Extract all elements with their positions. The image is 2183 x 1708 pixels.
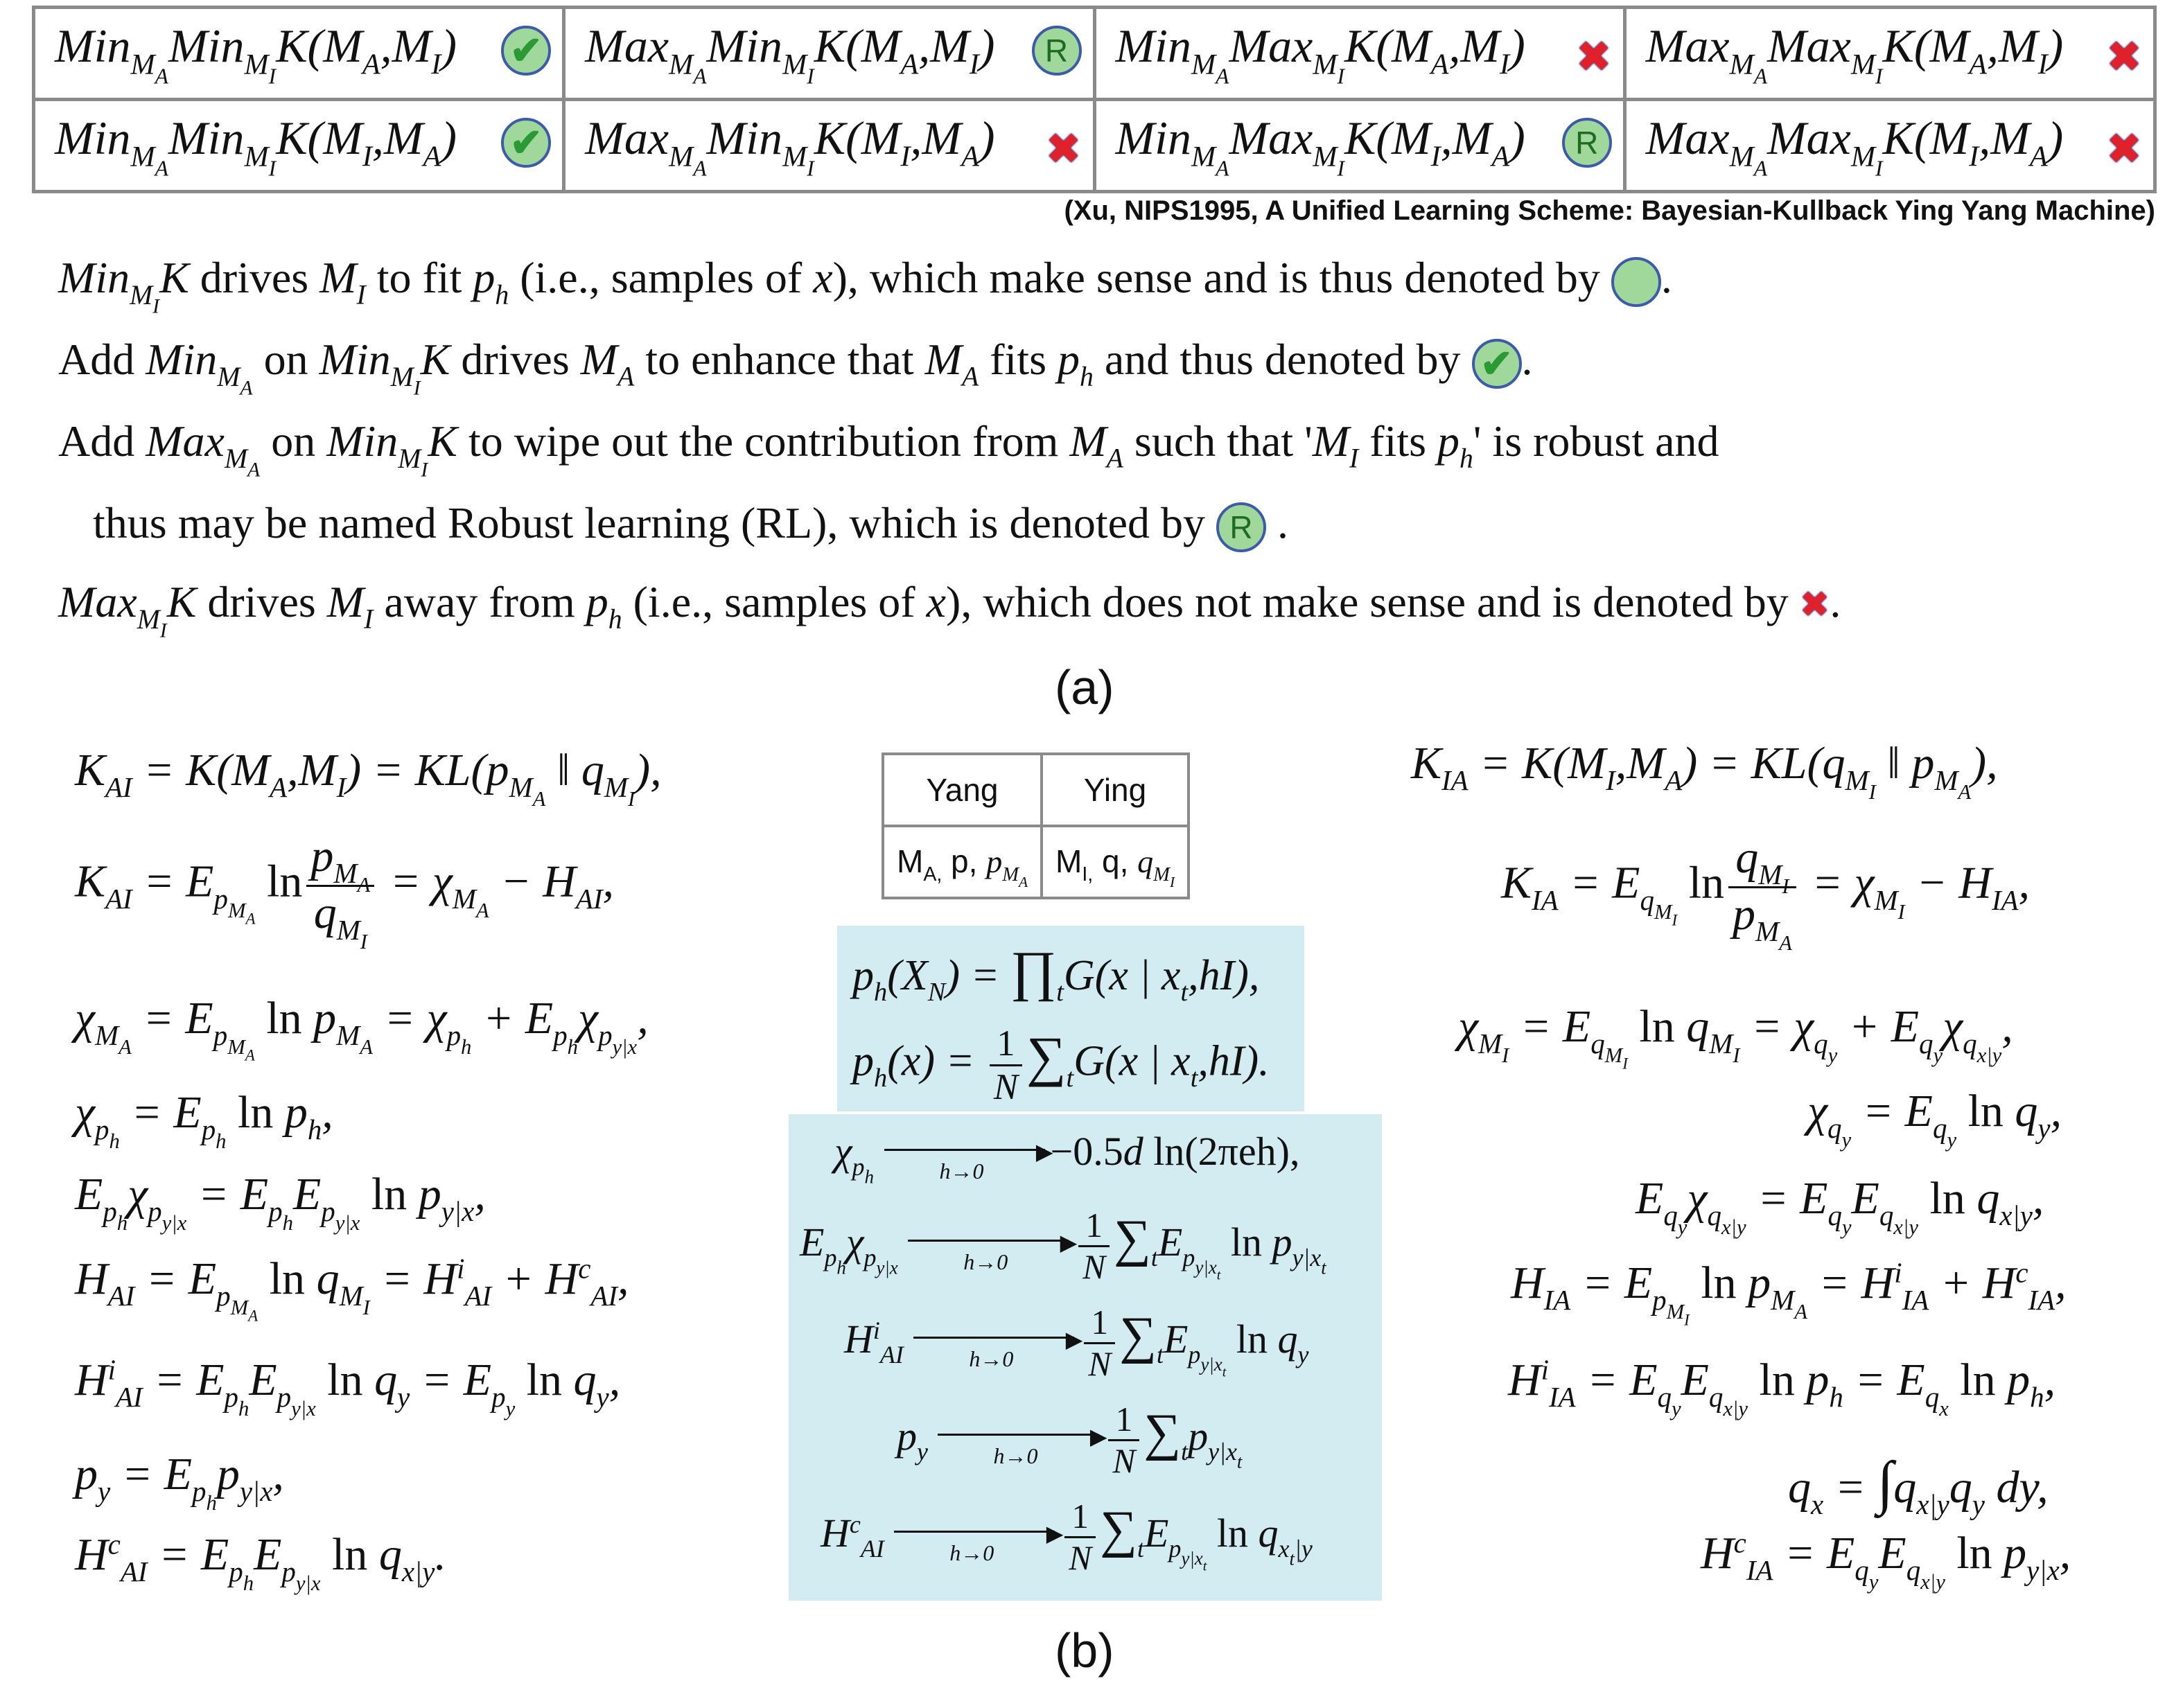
- check-icon: ✔: [501, 118, 552, 168]
- cell-min-max-ai: MinMAMaxMIK(MA,MI) ✖: [1092, 6, 1627, 101]
- cell-max-max-ai: MaxMAMaxMIK(MA,MI) ✖: [1622, 6, 2157, 101]
- cell-max-max-ia: MaxMAMaxMIK(MI,MA) ✖: [1622, 98, 2157, 193]
- cross-icon: ✖: [1799, 584, 1830, 626]
- cross-icon: ✖: [2106, 123, 2142, 174]
- eq-chi-qy: χqy = Eqy ln qy,: [1807, 1086, 2062, 1152]
- robust-r-icon: R: [1561, 118, 1612, 168]
- robust-r-icon: R: [1031, 26, 1082, 76]
- eq-kia-def: KIA = K(MI,MA) = KL(qMI ‖ pMA),: [1411, 738, 1998, 804]
- yang-header: Yang: [881, 752, 1044, 827]
- yang-ying-table: Yang Ying MA, p, pMA MI, q, qMI: [881, 752, 1191, 899]
- eq-qx: qx = ∫qx|yqy dy,: [1788, 1450, 2049, 1521]
- ying-content: MI, q, qMI: [1040, 825, 1191, 899]
- cross-icon: ✖: [1045, 123, 1082, 174]
- check-icon: ✔: [1471, 339, 1522, 389]
- eq-eph-chi: Ephχpy|x = EphEpy|x ln py|x,: [75, 1169, 486, 1235]
- cross-icon: ✖: [1575, 31, 1612, 82]
- caption-a: (a): [1055, 660, 1114, 714]
- eq-eqy-chi: Eqyχqx|y = EqyEqx|y ln qx|y,: [1636, 1173, 2044, 1240]
- table-row: MinMAMinMIK(MA,MI) ✔ MaxMAMinMIK(MA,MI) …: [31, 6, 2157, 101]
- eq-chi-ph: χph = Eph ln ph,: [75, 1087, 333, 1154]
- check-icon: ✔: [501, 26, 552, 76]
- paragraph-3: Add MaxMA on MinMIK to wipe out the cont…: [58, 416, 1719, 482]
- green-circle-icon: [1611, 257, 1661, 308]
- caption-b: (b): [1055, 1623, 1114, 1678]
- paragraph-2: Add MinMA on MinMIK drives MA to enhance…: [58, 335, 1533, 400]
- cross-icon: ✖: [2106, 31, 2142, 82]
- cell-max-min-ia: MaxMAMinMIK(MI,MA) ✖: [562, 98, 1096, 193]
- eq-chi-ma: χMA = EpMA ln pMA = χph + Ephχpy|x,: [75, 993, 649, 1064]
- paragraph-4: thus may be named Robust learning (RL), …: [93, 498, 1288, 553]
- eq-hai-i: HiAI = EphEpy|x ln qy = Epy ln qy,: [75, 1354, 621, 1421]
- paragraph-5: MaxMIK drives MI away from ph (i.e., sam…: [58, 577, 1841, 642]
- robust-r-icon: R: [1216, 502, 1267, 553]
- cell-min-min-ia: MinMAMinMIK(MI,MA) ✔: [31, 98, 566, 193]
- eq-kai-def: KAI = K(MA,MI) = KL(pMA ‖ qMI),: [75, 745, 662, 811]
- reference-citation: (Xu, NIPS1995, A Unified Learning Scheme…: [1064, 195, 2155, 226]
- table-row: MinMAMinMIK(MI,MA) ✔ MaxMAMinMIK(MI,MA) …: [31, 98, 2157, 193]
- objective-table: MinMAMinMIK(MA,MI) ✔ MaxMAMinMIK(MA,MI) …: [31, 6, 2157, 193]
- eq-chi-mi: χMI = EqMI ln qMI = χqy + Eqyχqx|y,: [1458, 1001, 2013, 1073]
- eq-py: py = Ephpy|x,: [75, 1449, 284, 1515]
- cell-max-min-ai: MaxMAMinMIK(MA,MI) R: [562, 6, 1096, 101]
- eq-hia-c: HcIA = EqyEqx|y ln py|x,: [1701, 1527, 2071, 1594]
- eq-ph-product: ph(XN) = ∏tG(x | xt,hI),: [852, 940, 1260, 1007]
- cell-min-min-ai: MinMAMinMIK(MA,MI) ✔: [31, 6, 566, 101]
- eq-hai: HAI = EpMA ln qMI = HiAI + HcAI,: [75, 1253, 629, 1325]
- eq-hia: HIA = EpMI ln pMA = HiIA + HcIA,: [1511, 1257, 2067, 1329]
- ying-header: Ying: [1040, 752, 1191, 827]
- paragraph-1: MinMIK drives MI to fit ph (i.e., sample…: [58, 253, 1672, 318]
- eq-hai-c: HcAI = EphEpy|x ln qx|y.: [75, 1529, 446, 1596]
- yang-content: MA, p, pMA: [881, 825, 1044, 899]
- eq-limit-chi-ph: χph ▶h→0−0.5d ln(2πeh),: [834, 1129, 1300, 1188]
- eq-hia-i: HiIA = EqyEqx|y ln ph = Eqx ln ph,: [1508, 1354, 2056, 1421]
- cell-min-max-ia: MinMAMaxMIK(MI,MA) R: [1092, 98, 1627, 193]
